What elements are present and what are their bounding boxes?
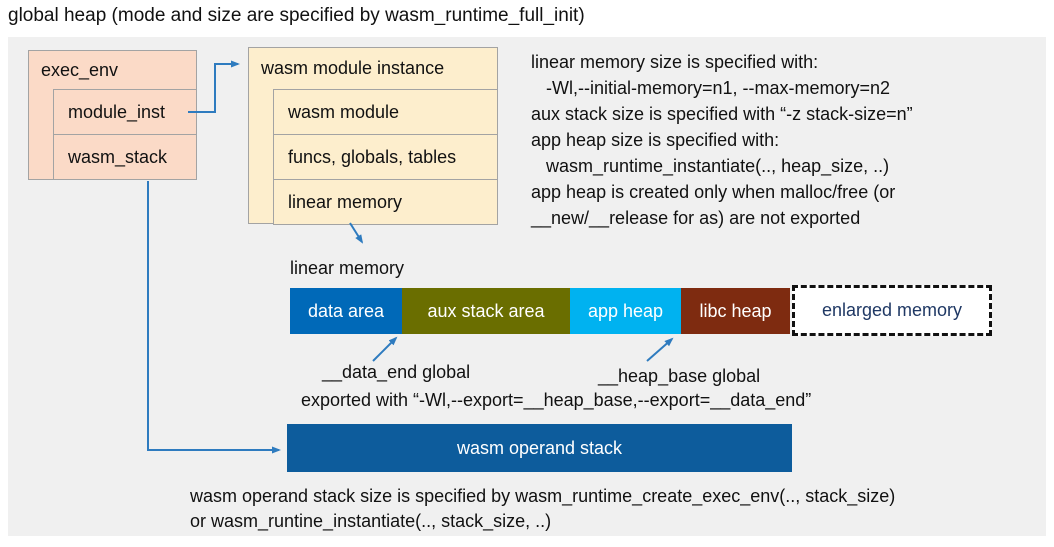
info-line-runtime-instantiate: wasm_runtime_instantiate(.., heap_size, … <box>531 156 890 176</box>
linear-memory-label: linear memory <box>290 258 405 278</box>
data-end-global-label: __data_end global <box>322 362 471 382</box>
segment-data-area: data area <box>290 288 402 334</box>
module-instance-row-funcs-globals-tables: funcs, globals, tables <box>273 134 498 180</box>
exec-env-title: exec_env <box>41 59 119 80</box>
exec-env-row-module-inst: module_inst <box>53 89 197 135</box>
exported-flags-label: exported with “-Wl,--export=__heap_base,… <box>301 390 812 410</box>
info-line-app-heap-size: app heap size is specified with: <box>531 130 780 150</box>
wasm-operand-stack-bar: wasm operand stack <box>287 424 792 472</box>
info-line-app-heap-created: app heap is created only when malloc/fre… <box>531 182 896 202</box>
operand-stack-note-line1: wasm operand stack size is specified by … <box>190 486 896 506</box>
info-line-aux-stack-size: aux stack size is specified with “-z sta… <box>531 104 913 124</box>
segment-app-heap: app heap <box>570 288 681 334</box>
heap-base-global-label: __heap_base global <box>598 366 761 386</box>
info-line-wl-flags: -Wl,--initial-memory=n1, --max-memory=n2 <box>531 78 891 98</box>
info-line-linear-memory-size: linear memory size is specified with: <box>531 52 819 72</box>
diagram-title: global heap (mode and size are specified… <box>8 5 585 26</box>
segment-aux-stack-area: aux stack area <box>402 288 570 334</box>
module-instance-row-linear-memory: linear memory <box>273 179 498 225</box>
segment-libc-heap: libc heap <box>681 288 790 334</box>
segment-enlarged-memory: enlarged memory <box>792 285 992 336</box>
module-instance-title: wasm module instance <box>261 57 445 78</box>
operand-stack-note-line2: or wasm_runtine_instantiate(.., stack_si… <box>190 511 552 531</box>
module-instance-row-wasm-module: wasm module <box>273 89 498 135</box>
exec-env-row-wasm-stack: wasm_stack <box>53 134 197 180</box>
info-line-new-release: __new/__release for as) are not exported <box>531 208 861 228</box>
